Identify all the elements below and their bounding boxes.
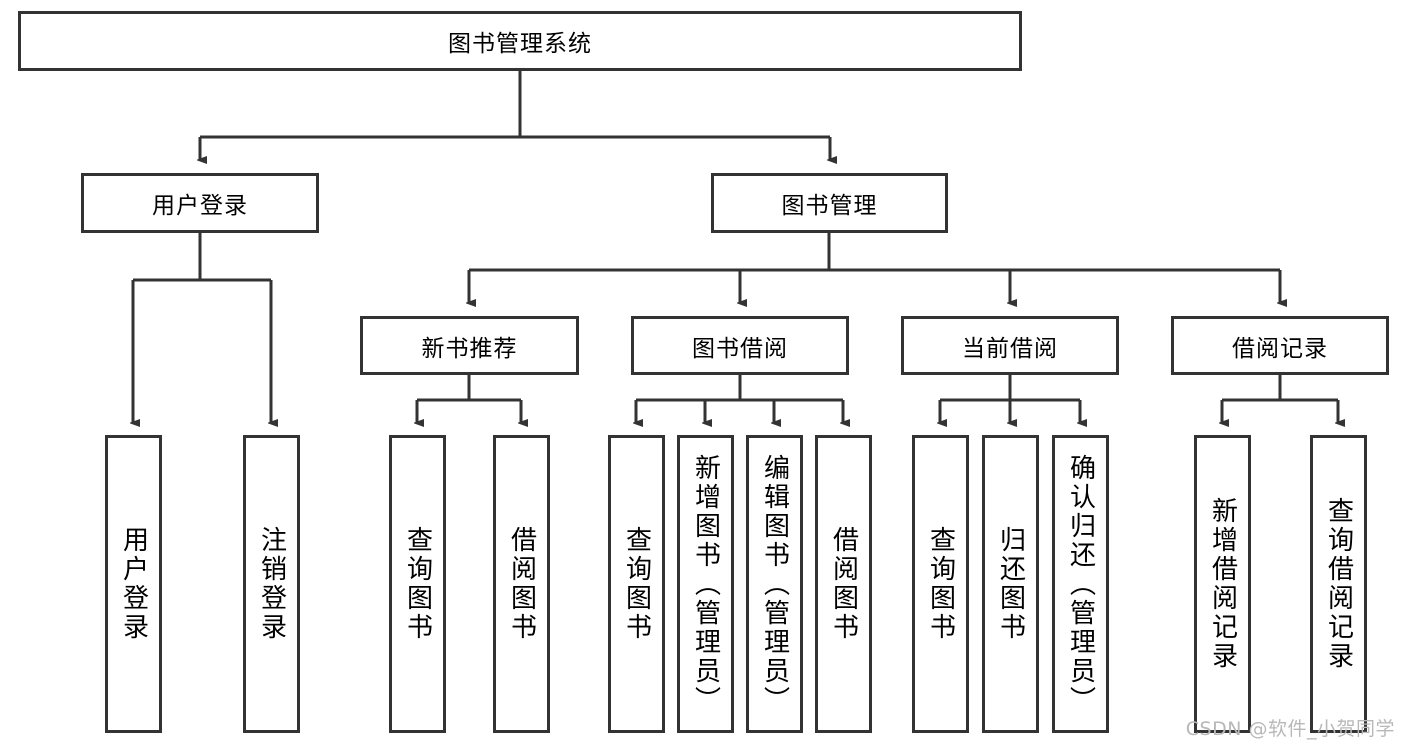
node-leaf-logout[interactable]: 注销登录: [243, 435, 300, 733]
node-leaf-bb-query-book[interactable]: 查询图书: [608, 435, 665, 733]
node-leaf-bb-add-book-label: 新增图书（管理员）: [690, 453, 721, 715]
node-leaf-bb-borrow-book[interactable]: 借阅图书: [815, 435, 872, 733]
node-book-manage[interactable]: 图书管理: [711, 173, 948, 233]
node-leaf-user-login-label: 用户登录: [118, 526, 149, 642]
node-leaf-bb-edit-book[interactable]: 编辑图书（管理员）: [746, 435, 803, 733]
node-leaf-nbr-borrow-book-label: 借阅图书: [506, 526, 537, 642]
node-borrow-record-label: 借阅记录: [1232, 335, 1328, 362]
node-leaf-br-add-record[interactable]: 新增借阅记录: [1194, 435, 1251, 733]
node-leaf-logout-label: 注销登录: [256, 526, 287, 642]
node-leaf-cb-query-book-label: 查询图书: [925, 526, 956, 642]
node-new-book-recommend[interactable]: 新书推荐: [360, 316, 579, 375]
node-leaf-cb-return-book-label: 归还图书: [995, 526, 1026, 642]
node-book-borrow-label: 图书借阅: [692, 335, 788, 362]
node-leaf-cb-confirm-return[interactable]: 确认归还（管理员）: [1052, 435, 1109, 733]
node-leaf-bb-edit-book-label: 编辑图书（管理员）: [759, 453, 790, 715]
node-leaf-user-login[interactable]: 用户登录: [105, 435, 162, 733]
node-leaf-cb-return-book[interactable]: 归还图书: [982, 435, 1039, 733]
node-leaf-bb-add-book[interactable]: 新增图书（管理员）: [677, 435, 734, 733]
node-book-borrow[interactable]: 图书借阅: [631, 316, 849, 375]
node-leaf-br-query-record-label: 查询借阅记录: [1323, 497, 1354, 671]
node-book-manage-label: 图书管理: [781, 193, 878, 219]
node-borrow-record[interactable]: 借阅记录: [1171, 316, 1389, 375]
watermark-text: CSDN @软件_小贺同学: [1185, 718, 1395, 740]
node-new-book-recommend-label: 新书推荐: [421, 335, 518, 362]
node-leaf-nbr-query-book[interactable]: 查询图书: [389, 435, 446, 733]
node-user-login[interactable]: 用户登录: [81, 173, 319, 233]
node-current-borrow[interactable]: 当前借阅: [901, 316, 1119, 375]
node-current-borrow-label: 当前借阅: [962, 335, 1058, 362]
node-leaf-br-add-record-label: 新增借阅记录: [1207, 497, 1238, 671]
node-leaf-bb-query-book-label: 查询图书: [621, 526, 652, 642]
node-leaf-nbr-borrow-book[interactable]: 借阅图书: [493, 435, 550, 733]
node-leaf-nbr-query-book-label: 查询图书: [402, 526, 433, 642]
node-root-system-label: 图书管理系统: [448, 31, 592, 57]
node-leaf-bb-borrow-book-label: 借阅图书: [828, 526, 859, 642]
node-leaf-br-query-record[interactable]: 查询借阅记录: [1310, 435, 1367, 733]
node-leaf-cb-query-book[interactable]: 查询图书: [912, 435, 969, 733]
node-leaf-cb-confirm-return-label: 确认归还（管理员）: [1065, 453, 1096, 715]
node-user-login-label: 用户登录: [152, 193, 248, 219]
node-root-system[interactable]: 图书管理系统: [18, 11, 1022, 71]
